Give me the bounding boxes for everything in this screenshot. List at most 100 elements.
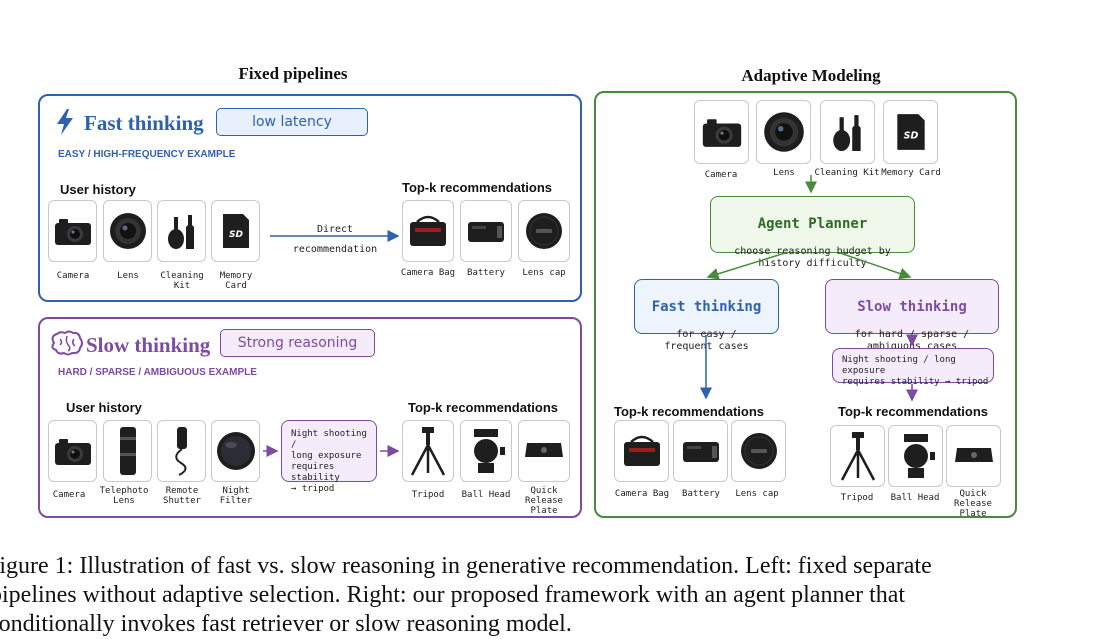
topk-caption: Ball Head: [461, 490, 511, 500]
camera-icon: [54, 219, 91, 245]
direct-label: Direct: [316, 224, 354, 235]
topk-caption: Camera Bag: [400, 268, 456, 278]
sd-card-icon: SD: [896, 114, 925, 150]
history-item-cleaning-kit: [157, 200, 206, 262]
topk-item-camera-bag: [614, 420, 669, 482]
battery-icon: [682, 442, 719, 462]
history-caption: Camera: [704, 170, 738, 180]
tripod-icon: [410, 427, 446, 476]
history-item-memory-card: SD: [211, 200, 260, 262]
topk-caption: Tripod: [840, 493, 874, 503]
history-item-memory-card: SD: [883, 100, 938, 164]
agent-planner-title: Agent Planner: [757, 216, 868, 232]
slow-example-label: HARD / SPARSE / AMBIGUOUS EXAMPLE: [58, 367, 257, 378]
history-caption: Cleaning Kit: [814, 168, 880, 178]
fast-thinking-panel: Fast thinking low latency EASY / HIGH-FR…: [38, 94, 582, 302]
topk-item-tripod: [830, 425, 885, 487]
topk-caption: Lens cap: [735, 489, 779, 499]
recommendation-label: recommendation: [292, 244, 378, 255]
lens-icon: [763, 112, 804, 152]
topk-item-battery: [460, 200, 512, 262]
fixed-pipelines-title: Fixed pipelines: [238, 64, 348, 83]
sd-card-icon: SD: [222, 214, 249, 248]
slow-topk-header-right: Top-k recommendations: [838, 404, 989, 419]
topk-item-battery: [673, 420, 728, 482]
topk-caption: Lens cap: [522, 268, 566, 278]
history-item-telephoto-lens: [103, 420, 152, 482]
caption-line-3: conditionally invokes fast retriever or …: [0, 611, 572, 637]
history-caption: Camera: [56, 271, 90, 281]
topk-caption: Tripod: [411, 490, 445, 500]
remote-shutter-icon: [174, 427, 187, 476]
history-caption: Telephoto Lens: [99, 486, 149, 506]
topk-caption: Ball Head: [890, 493, 940, 503]
history-item-lens: [756, 100, 811, 164]
history-item-camera: [694, 100, 749, 164]
slow-thinking-node: Slow thinking for hard / sparse / ambigu…: [825, 279, 999, 352]
right-reasoning-note: Night shooting / long exposure requires …: [832, 348, 994, 387]
fast-thinking-node-title: Fast thinking: [651, 299, 762, 315]
strong-reasoning-badge: Strong reasoning: [220, 329, 375, 357]
brain-icon: [51, 330, 83, 356]
history-caption: Cleaning Kit: [160, 271, 204, 291]
caption-line-2: pipelines without adaptive selection. Ri…: [0, 582, 906, 608]
telephoto-lens-icon: [119, 427, 136, 475]
adaptive-modeling-panel: [594, 91, 1017, 518]
camera-bag-icon: [410, 215, 446, 246]
fast-thinking-node-desc: for easy / frequent cases: [664, 329, 749, 352]
topk-item-ball-head: [888, 425, 943, 487]
lightning-icon: [57, 109, 73, 135]
fast-topk-header-right: Top-k recommendations: [614, 404, 765, 419]
agent-planner-node: Agent Planner choose reasoning budget by…: [710, 196, 915, 269]
history-item-cleaning-kit: [820, 100, 875, 164]
history-caption: Night Filter: [219, 486, 253, 506]
topk-caption: Quick Release Plate: [954, 489, 992, 519]
topk-item-quick-release-plate: [946, 425, 1001, 487]
topk-item-tripod: [402, 420, 454, 482]
reasoning-note: Night shooting / long exposure requires …: [281, 420, 377, 494]
adaptive-modeling-title: Adaptive Modeling: [741, 66, 881, 85]
fast-user-history-header: User history: [60, 182, 136, 197]
ball-head-icon: [903, 434, 935, 478]
lens-cap-icon: [526, 213, 562, 249]
camera-icon: [702, 119, 741, 147]
slow-user-history-header: User history: [66, 400, 142, 415]
history-item-lens: [103, 200, 152, 262]
battery-icon: [468, 222, 504, 242]
caption-line-1: Figure 1: Illustration of fast vs. slow …: [0, 553, 932, 579]
slow-topk-header: Top-k recommendations: [408, 400, 559, 415]
fast-topk-header: Top-k recommendations: [402, 180, 553, 195]
topk-caption: Quick Release Plate: [525, 486, 563, 516]
topk-item-lens-cap: [731, 420, 786, 482]
fast-thinking-node: Fast thinking for easy / frequent cases: [634, 279, 779, 352]
lens-cap-icon: [740, 433, 777, 469]
history-item-camera: [48, 200, 97, 262]
slow-thinking-node-title: Slow thinking: [857, 299, 967, 315]
history-item-camera: [48, 420, 97, 482]
history-caption: Memory Card: [219, 271, 253, 291]
cleaning-kit-icon: [167, 215, 194, 249]
fast-example-label: EASY / HIGH-FREQUENCY EXAMPLE: [58, 149, 236, 160]
topk-item-lens-cap: [518, 200, 570, 262]
slow-thinking-panel: Slow thinking Strong reasoning HARD / SP…: [38, 317, 582, 518]
history-caption: Camera: [52, 490, 86, 500]
svg-text:SD: SD: [903, 130, 918, 141]
quick-release-plate-icon: [954, 448, 993, 462]
history-caption: Memory Card: [881, 168, 941, 178]
svg-text:SD: SD: [229, 230, 243, 240]
topk-item-ball-head: [460, 420, 512, 482]
lens-icon: [109, 213, 146, 249]
topk-caption: Battery: [682, 489, 720, 499]
topk-caption: Battery: [467, 268, 505, 278]
topk-item-camera-bag: [402, 200, 454, 262]
quick-release-plate-icon: [525, 443, 563, 457]
history-caption: Lens: [773, 168, 795, 178]
history-caption: Lens: [117, 271, 139, 281]
history-caption: Remote Shutter: [163, 486, 201, 506]
camera-bag-icon: [623, 435, 660, 466]
night-filter-icon: [216, 432, 255, 470]
cleaning-kit-icon: [832, 115, 861, 151]
slow-thinking-label: Slow thinking: [86, 333, 211, 357]
topk-item-quick-release-plate: [518, 420, 570, 482]
agent-planner-desc: choose reasoning budget by history diffi…: [734, 246, 891, 269]
